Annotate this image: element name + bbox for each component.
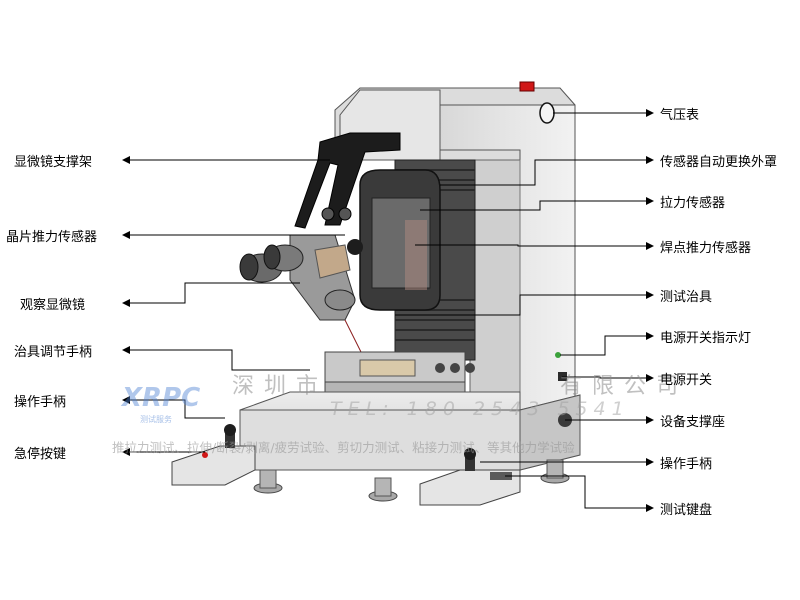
label-power-lamp: 电源开关指示灯 [660,331,752,346]
watermark-logo: XRPC [122,383,201,413]
watermark-company-tail: 有限公司 [560,374,689,399]
watermark-tests: 推拉力测试、拉伸/断裂/剥离/疲劳试验、剪切力测试、粘接力测试、等其他力学试验 [112,440,575,455]
right-control-box [419,448,521,506]
leader-lines-right [395,112,650,509]
label-pressure-gauge: 气压表 [660,108,700,123]
top-red-lamp [519,81,535,92]
label-ball-shear-sensor: 焊点推力传感器 [660,241,752,256]
pressure-gauge [539,102,555,124]
base-platform [239,391,581,471]
arrowheads-left [122,156,130,456]
label-handle-left: 操作手柄 [14,395,67,410]
watermark-tel: TEL: 180 2543 5541 [330,398,630,420]
label-microscope: 观察显微镜 [20,298,86,313]
keypad[interactable] [490,472,512,480]
label-fixture-knob: 治具调节手柄 [14,345,93,360]
label-estop: 急停按键 [14,447,67,462]
label-keypad: 测试键盘 [660,503,713,518]
label-microscope-stand: 显微镜支撑架 [14,155,93,170]
label-handle-right: 操作手柄 [660,457,713,472]
sensor-cover [359,169,441,311]
label-pull-sensor: 拉力传感器 [660,196,726,211]
arrowheads-right [646,109,654,512]
label-auto-cover: 传感器自动更换外罩 [660,155,778,170]
microscope [239,234,363,321]
label-die-shear-sensor: 晶片推力传感器 [6,230,98,245]
estop-button[interactable] [202,452,208,458]
label-support-base: 设备支撑座 [660,415,726,430]
left-control-box [171,424,256,486]
left-joystick-icon[interactable] [224,424,236,436]
machine-feet [253,459,570,502]
watermark-logo-sub: 测试服务 [140,415,172,424]
right-joystick-icon[interactable] [464,448,476,460]
power-indicator-lamp [555,352,561,358]
watermark-company: 深圳市 [232,374,329,399]
leader-lines-left [125,159,345,453]
label-power-switch: 电源开关 [660,373,713,388]
label-test-fixture: 测试治具 [660,290,713,305]
microscope-arm [294,132,401,229]
